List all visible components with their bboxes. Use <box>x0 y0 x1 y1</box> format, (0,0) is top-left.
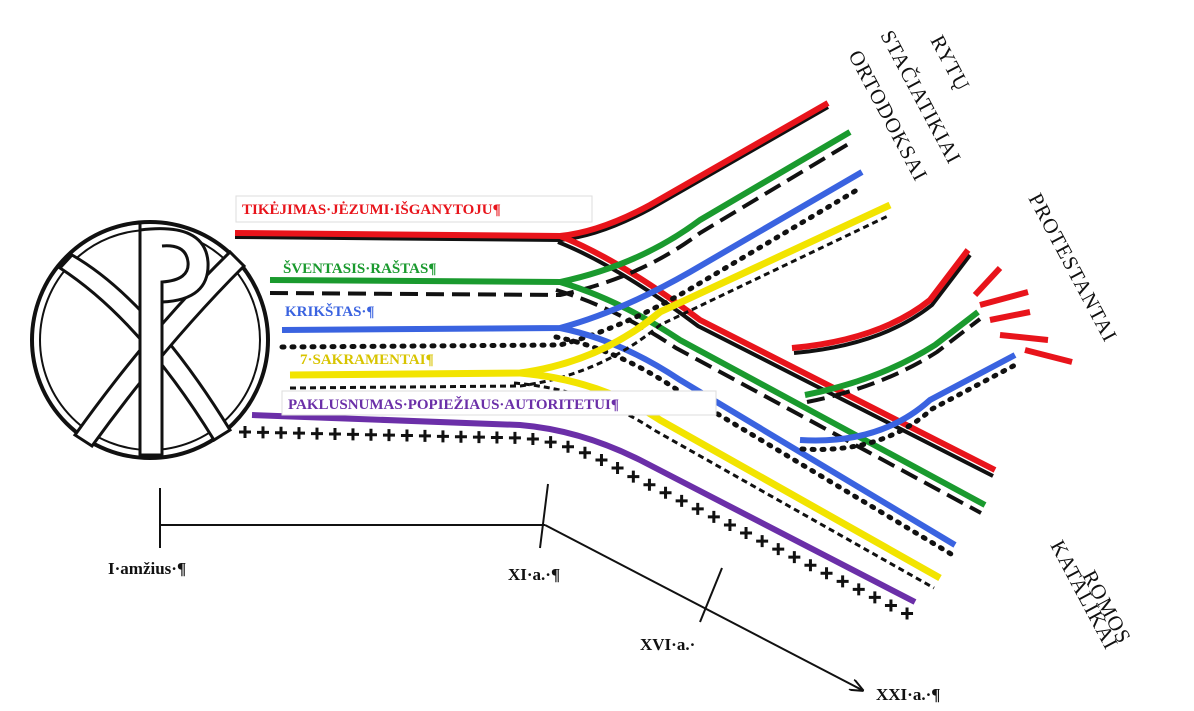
plus-mark <box>472 431 485 444</box>
plus-mark <box>561 440 574 453</box>
timeline-label-c21: XXI·a.·¶ <box>876 685 940 704</box>
plus-mark <box>820 567 833 580</box>
plus-mark <box>611 462 624 475</box>
plus-mark <box>544 436 557 449</box>
timeline-label-c16: XVI·a.· <box>640 635 695 654</box>
plus-mark <box>836 575 849 588</box>
plus-mark <box>788 551 801 564</box>
plus-mark <box>418 429 431 442</box>
plus-mark <box>643 478 656 491</box>
label-obedience: PAKLUSNUMAS·POPIEŽIAUS·AUTORITETUI¶ <box>288 396 619 413</box>
label-faith: TIKĖJIMAS·JĖZUMI·IŠGANYTOJU¶ <box>242 201 501 218</box>
plus-mark <box>884 599 897 612</box>
labels: TIKĖJIMAS·JĖZUMI·IŠGANYTOJU¶ ŠVENTASIS·R… <box>235 195 717 416</box>
plus-mark <box>364 428 377 441</box>
label-sacraments: 7·SAKRAMENTAI¶ <box>300 352 434 368</box>
plus-mark <box>328 427 341 440</box>
plus-mark <box>901 607 914 620</box>
plus-mark <box>675 494 688 507</box>
chi-rho-icon <box>30 220 270 460</box>
obedience-line <box>239 412 917 620</box>
tick-c11 <box>539 483 549 549</box>
plus-mark <box>627 470 640 483</box>
plus-mark <box>804 559 817 572</box>
label-scripture: ŠVENTASIS·RAŠTAS¶ <box>283 260 436 277</box>
orthodox-label-1: RYTŲ <box>926 31 975 95</box>
plus-mark <box>400 429 413 442</box>
tick-c16 <box>699 567 723 623</box>
plus-mark <box>490 431 503 444</box>
branch-labels: RYTŲ STAČIATIKIAI ORTODOKSAI PROTESTANTA… <box>844 26 1137 654</box>
plus-mark <box>578 446 591 459</box>
plus-mark <box>595 453 608 466</box>
plus-marks <box>239 426 914 620</box>
plus-mark <box>868 591 881 604</box>
plus-mark <box>454 430 467 443</box>
plus-mark <box>691 502 704 515</box>
plus-mark <box>239 426 251 438</box>
timeline: I·amžius·¶ XI·a.·¶ XVI·a.· XXI·a.·¶ <box>108 483 940 704</box>
plus-mark <box>292 427 305 440</box>
plus-mark <box>310 427 323 440</box>
timeline-arrow <box>544 524 862 690</box>
plus-mark <box>256 426 269 439</box>
tradition-lines <box>234 100 1073 620</box>
protestant-label: PROTESTANTAI <box>1024 189 1123 346</box>
plus-mark <box>526 433 539 446</box>
timeline-label-c1: I·amžius·¶ <box>108 559 186 578</box>
plus-mark <box>772 543 785 556</box>
plus-mark <box>740 527 753 540</box>
plus-mark <box>707 510 720 523</box>
plus-mark <box>382 429 395 442</box>
plus-mark <box>508 431 521 444</box>
timeline-label-c11: XI·a.·¶ <box>508 565 560 584</box>
plus-mark <box>436 430 449 443</box>
plus-mark <box>756 535 769 548</box>
faith-line <box>234 100 1073 478</box>
plus-mark <box>659 486 672 499</box>
plus-mark <box>346 428 359 441</box>
plus-mark <box>852 583 865 596</box>
plus-mark <box>723 518 736 531</box>
plus-mark <box>274 426 287 439</box>
label-baptism: KRIKŠTAS·¶ <box>285 303 375 320</box>
baptism-line <box>279 169 1020 557</box>
